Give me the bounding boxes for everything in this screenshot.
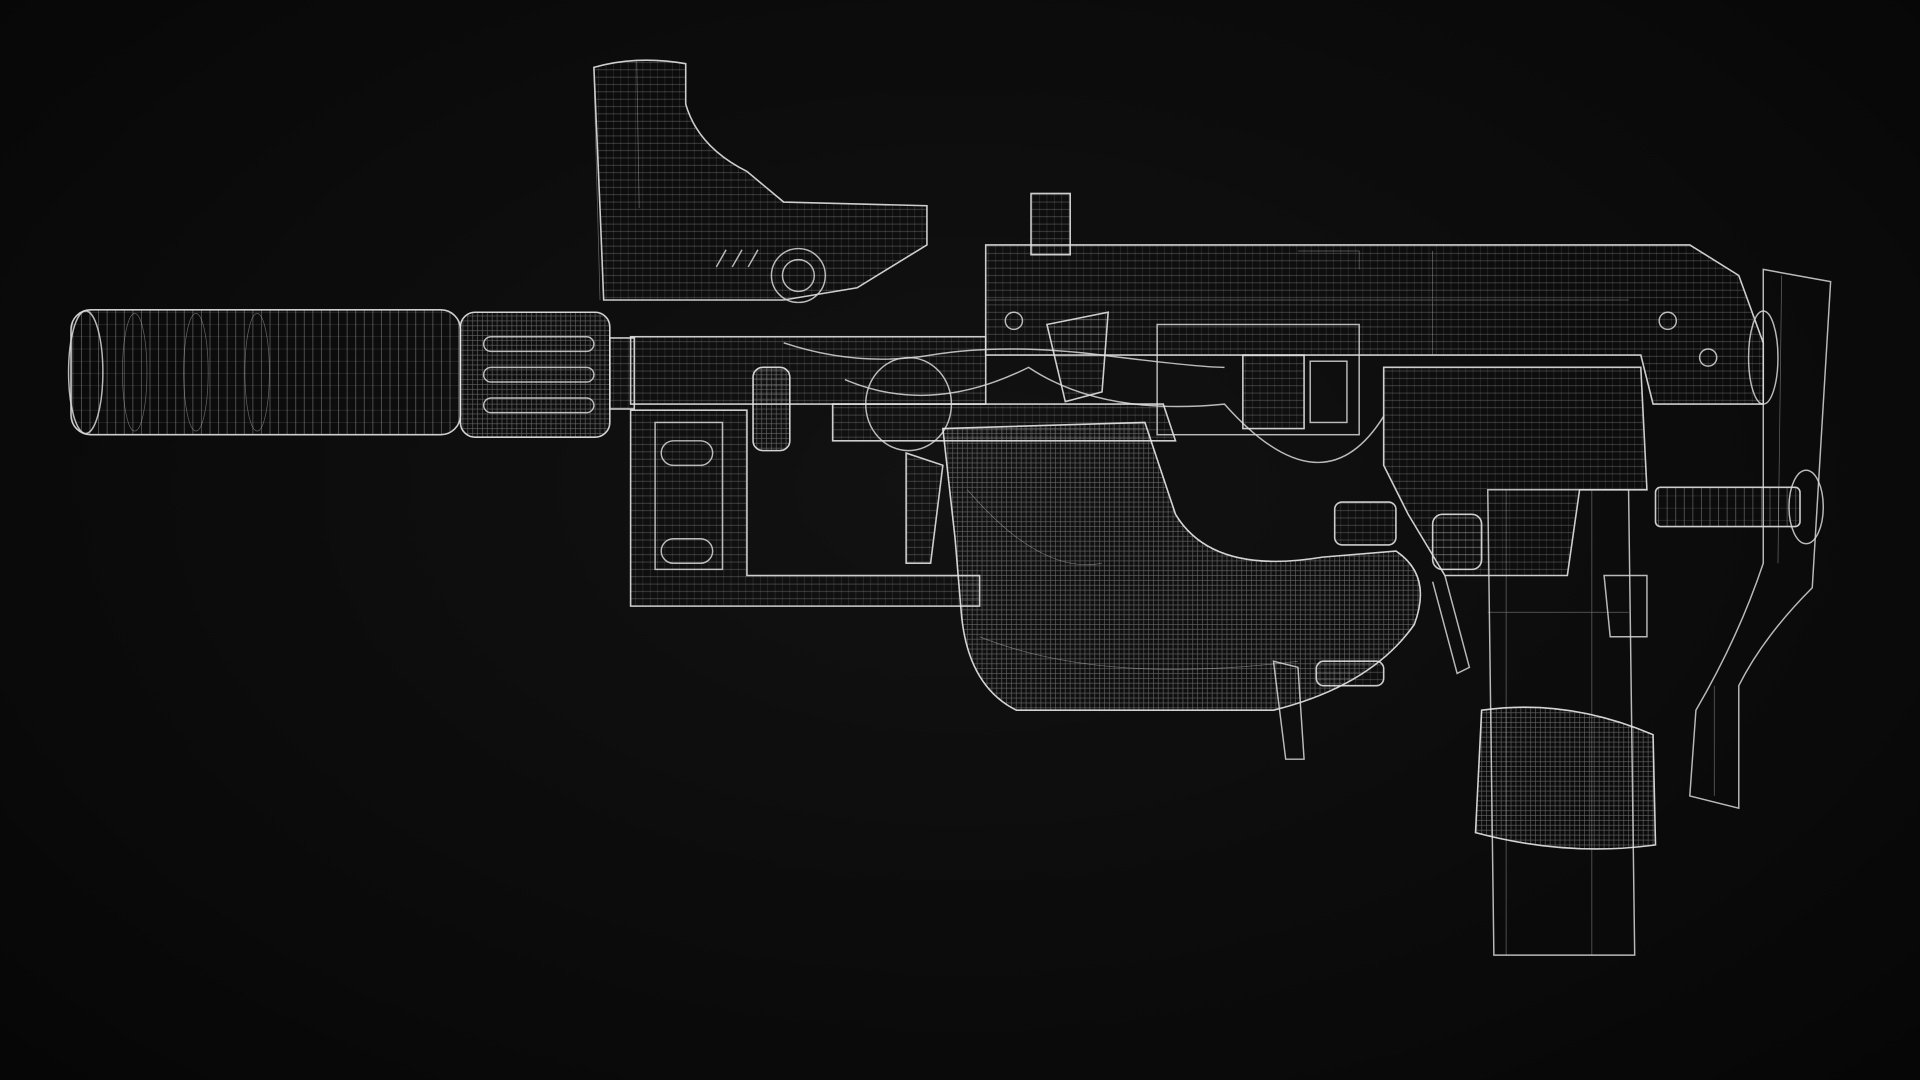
red-dot-sight — [593, 59, 928, 304]
barrel-assembly — [629, 311, 1385, 463]
suppressor — [67, 309, 462, 436]
trigger-mechanism — [1333, 366, 1648, 675]
folding-stock — [1603, 268, 1832, 810]
muzzle-brake — [459, 311, 636, 438]
upper-receiver — [984, 192, 1779, 405]
pistol-grip — [941, 421, 1422, 760]
magazine — [1474, 489, 1657, 956]
